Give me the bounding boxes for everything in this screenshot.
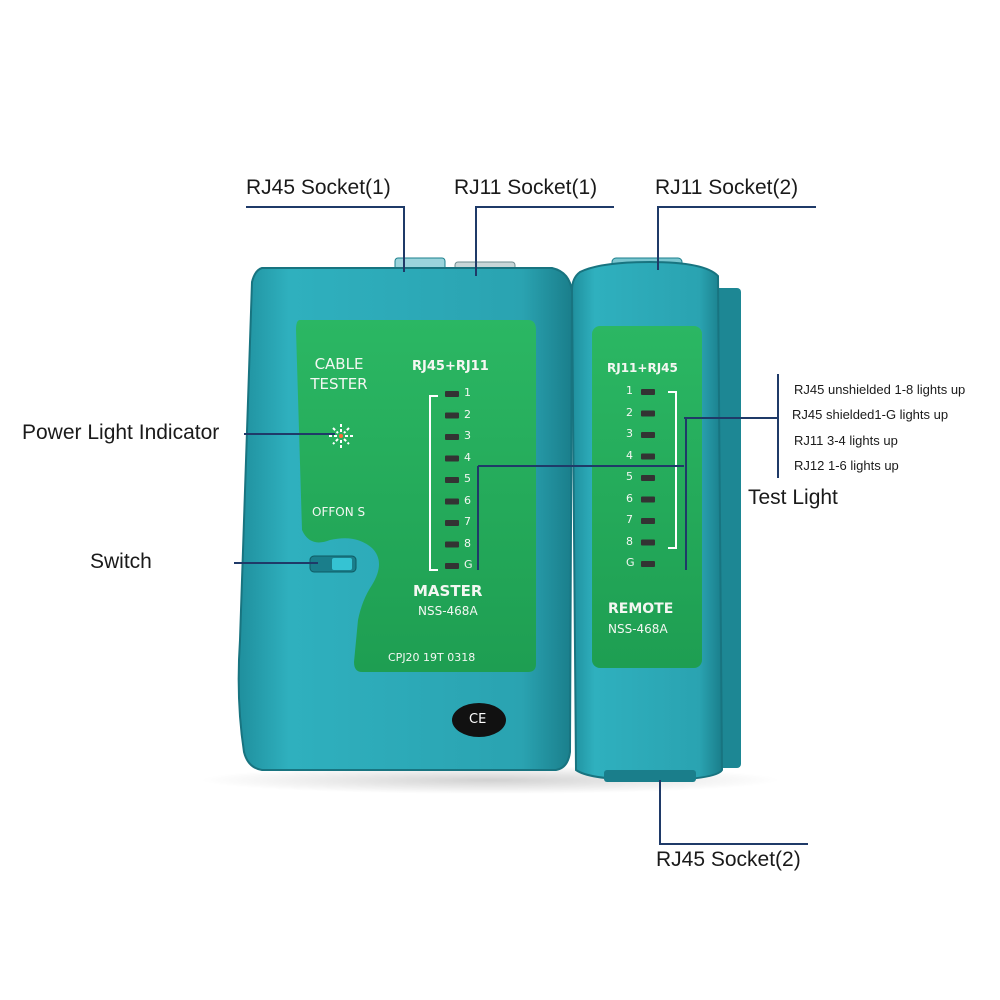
- remote-led-label: 8: [626, 534, 633, 548]
- remote-model: NSS-468A: [608, 622, 668, 636]
- master-title-line2: TESTER: [310, 375, 368, 393]
- remote-led-7: [641, 518, 655, 524]
- remote-led-label: 3: [626, 427, 633, 440]
- master-model: NSS-468A: [418, 604, 478, 618]
- test-light-note-4: RJ12 1-6 lights up: [794, 458, 899, 473]
- master-led-label: 4: [464, 450, 471, 464]
- remote-led-5: [641, 475, 655, 481]
- rj11-socket-2-label: RJ11 Socket(2): [655, 176, 799, 199]
- master-led-7: [445, 520, 459, 526]
- master-led-5: [445, 477, 459, 483]
- master-switch-label: OFFON S: [312, 505, 366, 519]
- rj45-socket-2: [604, 770, 696, 782]
- remote-led-label: 7: [626, 513, 633, 526]
- switch-label: Switch: [90, 550, 152, 573]
- rj45-socket-1-leader: [246, 206, 405, 272]
- power-switch-knob[interactable]: [332, 558, 352, 570]
- test-light-note-2: RJ45 shielded1-G lights up: [792, 407, 949, 422]
- master-led-label: 8: [464, 536, 471, 550]
- rj45-socket-2-leader: [659, 780, 808, 845]
- remote-led-label: 1: [626, 384, 633, 397]
- master-panel: [296, 320, 536, 672]
- master-led-8: [445, 541, 459, 548]
- remote-led-8: [641, 539, 655, 546]
- master-serial: CPJ20 19T 0318: [388, 651, 476, 664]
- master-led-label: 3: [464, 429, 471, 442]
- master-led-label: 5: [464, 472, 471, 485]
- master-led-label: 6: [464, 493, 471, 507]
- remote-led-3: [641, 432, 655, 438]
- remote-led-label: 2: [626, 405, 633, 419]
- remote-port-label: RJ11+RJ45: [607, 361, 678, 375]
- master-led-4: [445, 455, 459, 462]
- power-light-indicator-label: Power Light Indicator: [22, 421, 220, 444]
- master-title-line1: CABLE: [314, 355, 364, 373]
- remote-led-bracket: [668, 391, 677, 549]
- rj45-socket-2-label: RJ45 Socket(2): [656, 848, 801, 871]
- test-light-label: Test Light: [748, 486, 838, 509]
- ce-mark: CE: [469, 712, 487, 727]
- rj45-socket-1-label: RJ45 Socket(1): [246, 176, 391, 199]
- master-led-G: [445, 563, 459, 569]
- leader-lines: [234, 206, 816, 845]
- remote-name: REMOTE: [608, 601, 674, 617]
- remote-led-6: [641, 496, 655, 503]
- power-light-indicator-icon: [329, 424, 353, 448]
- rj11-socket-2-leader: [657, 206, 816, 270]
- remote-led-1: [641, 389, 655, 395]
- master-led-1: [445, 391, 459, 397]
- master-led-label: 7: [464, 515, 471, 528]
- master-unit: [237, 257, 574, 771]
- remote-led-label: 6: [626, 491, 633, 505]
- remote-led-label: 4: [626, 448, 633, 462]
- master-led-2: [445, 412, 459, 419]
- remote-led-4: [641, 453, 655, 460]
- test-light-note-1: RJ45 unshielded 1-8 lights up: [794, 382, 966, 397]
- rj11-socket-1-label: RJ11 Socket(1): [454, 176, 598, 199]
- ce-badge: [452, 703, 506, 737]
- master-led-3: [445, 434, 459, 440]
- master-port-label: RJ45+RJ11: [412, 359, 489, 374]
- remote-led-G: [641, 561, 655, 567]
- master-led-label: 1: [464, 386, 471, 399]
- master-led-bracket: [429, 395, 438, 571]
- master-led-label: 2: [464, 407, 471, 421]
- remote-led-2: [641, 410, 655, 417]
- master-led-label: G: [464, 558, 473, 571]
- test-light-note-3: RJ11 3-4 lights up: [794, 433, 898, 448]
- rj11-socket-1-leader: [475, 206, 614, 276]
- remote-led-label: 5: [626, 470, 633, 483]
- master-led-6: [445, 498, 459, 505]
- master-name: MASTER: [413, 582, 483, 600]
- master-title: CABLE TESTER: [310, 354, 368, 394]
- remote-unit: [570, 257, 741, 782]
- remote-led-label: G: [626, 556, 635, 569]
